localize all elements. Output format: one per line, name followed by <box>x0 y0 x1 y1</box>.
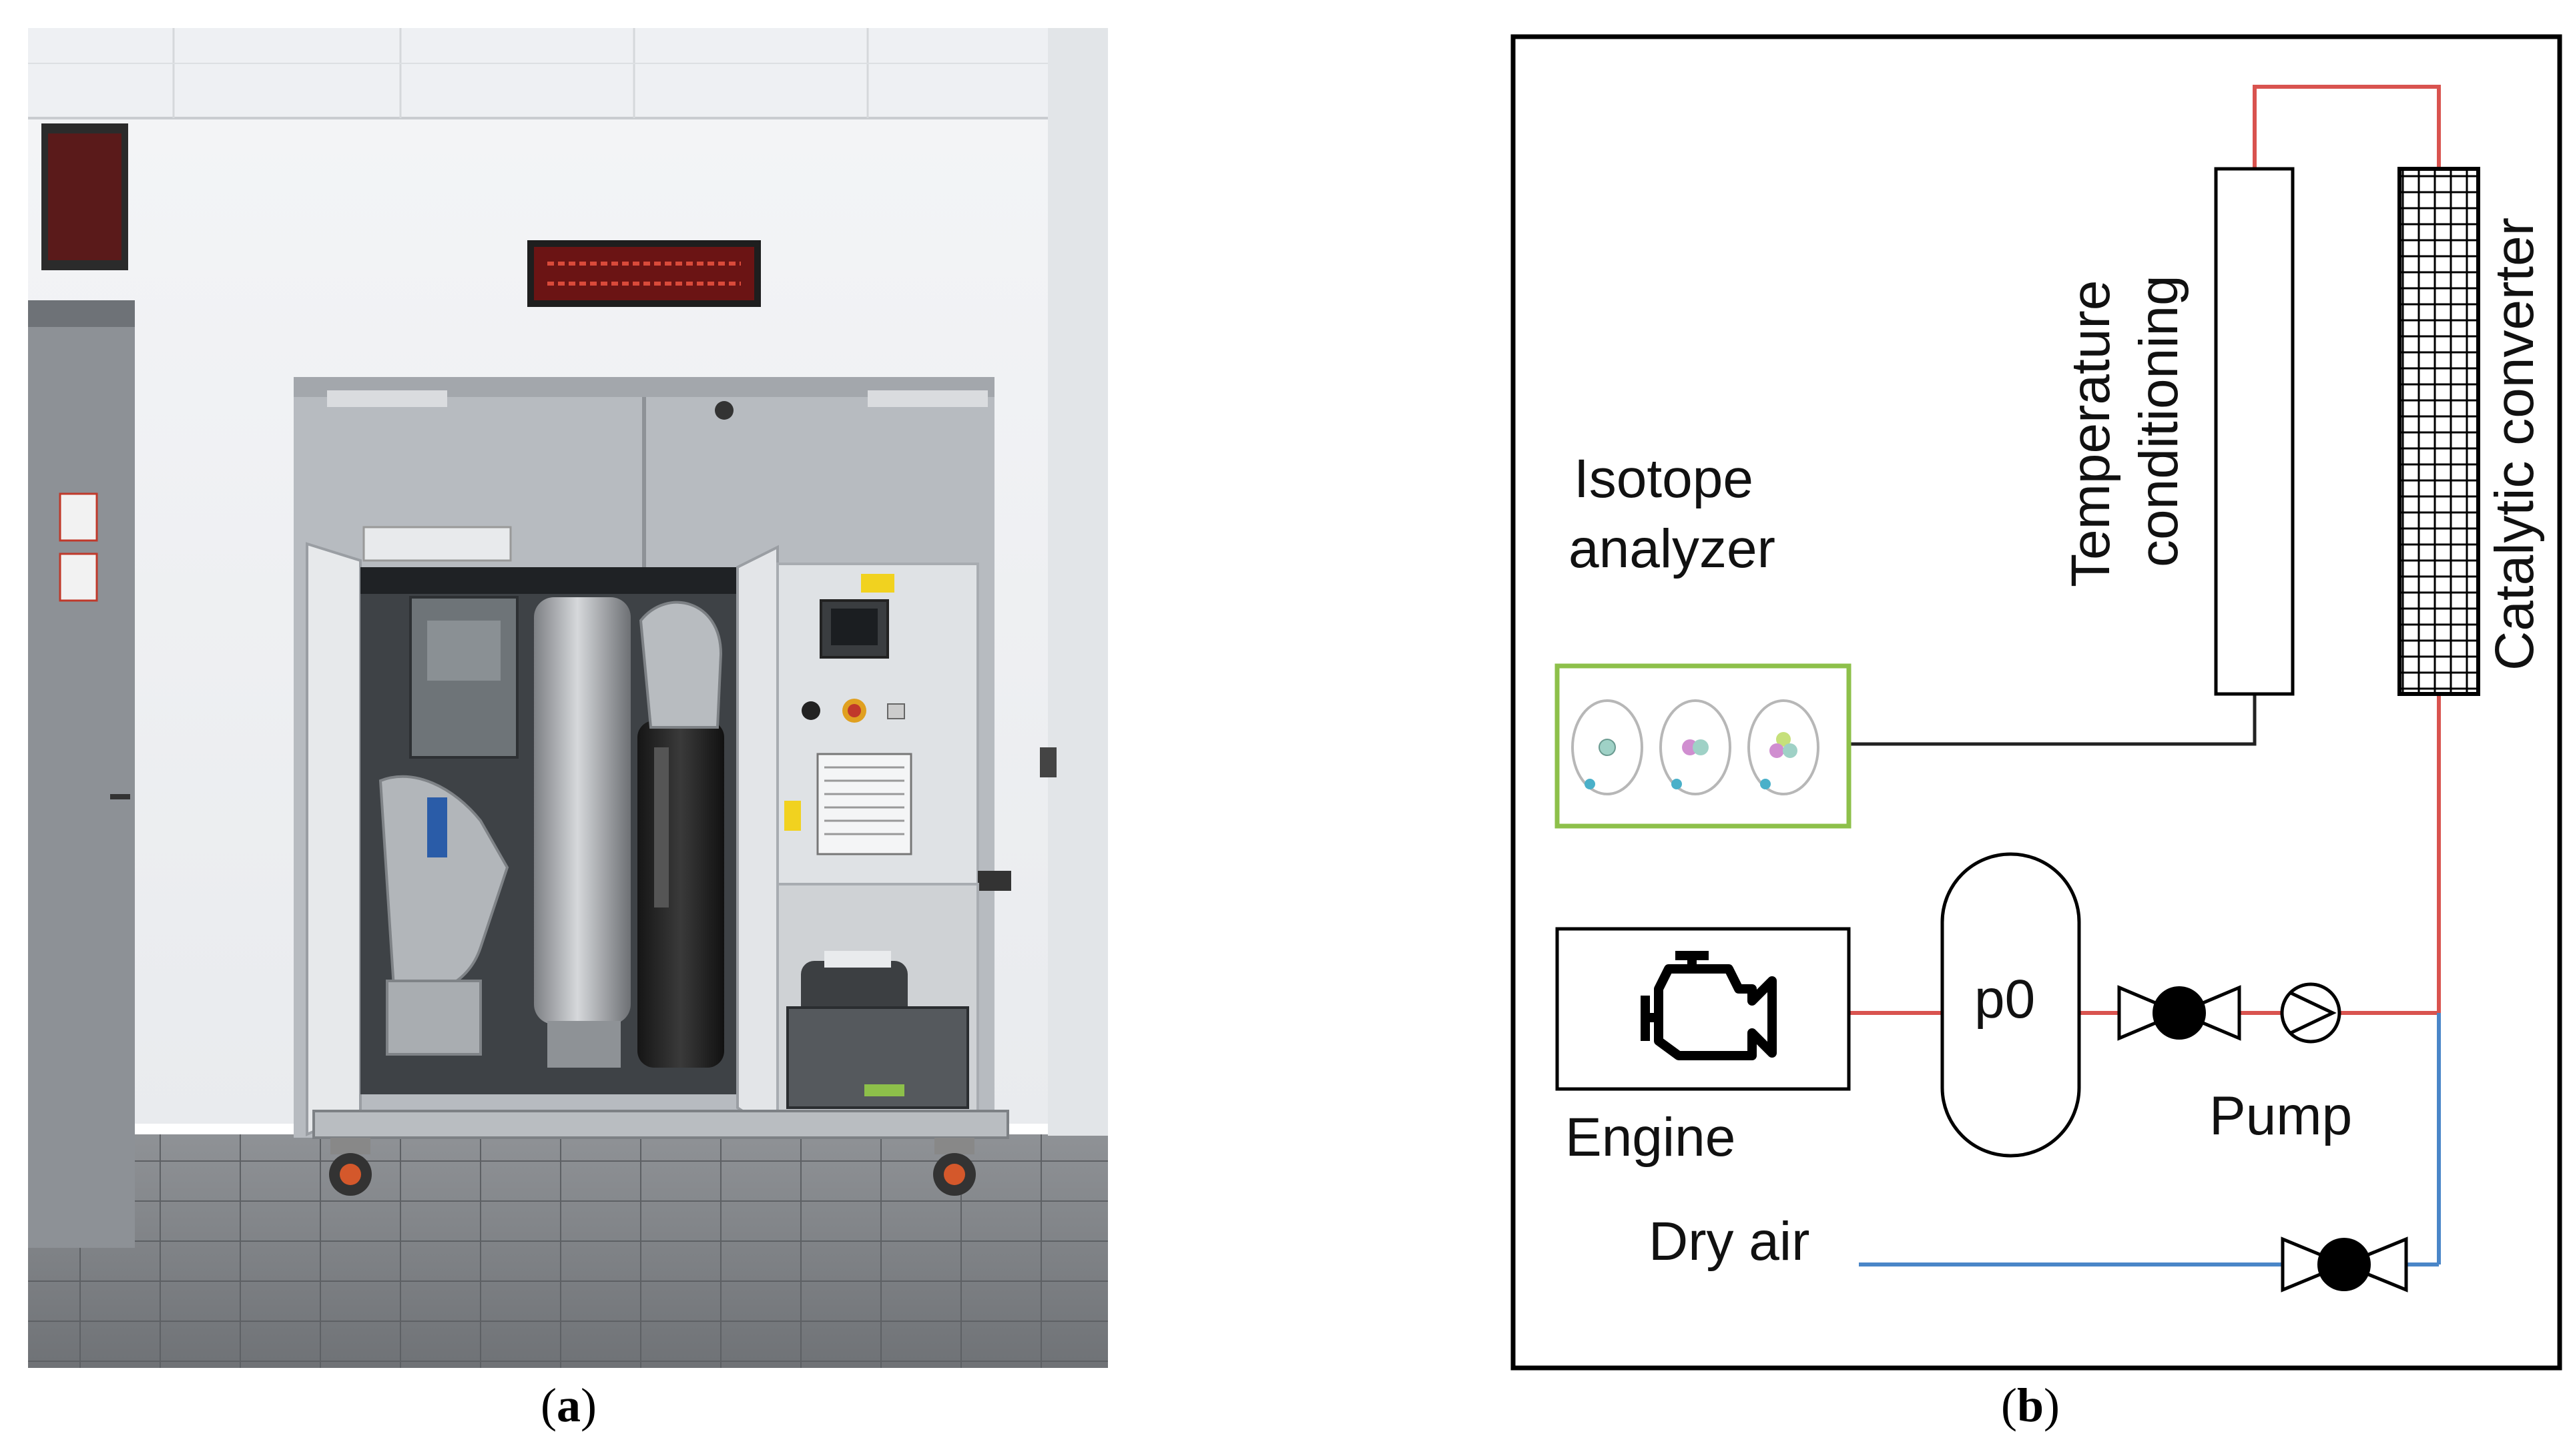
catalytic-label: Catalytic converter <box>2484 218 2545 671</box>
caption-a-close: ) <box>580 1379 597 1432</box>
temperature-label-1: Temperature <box>2060 280 2121 587</box>
panel-a-photo <box>28 28 1108 1368</box>
p0-vessel <box>1940 852 2081 1158</box>
wheels <box>329 1138 976 1196</box>
caption-a-letter: a <box>556 1379 581 1432</box>
engine-icon <box>1641 951 1777 1060</box>
ceiling <box>28 28 1108 118</box>
temperature-conditioning-tube <box>2214 167 2295 696</box>
caption-b: (b) <box>2001 1378 2060 1433</box>
panel-b-schematic: Isotope analyzer Temperature conditionin… <box>1510 34 2562 1371</box>
isotope-analyzer <box>1554 663 1851 829</box>
left-door <box>28 300 135 1248</box>
caption-b-open: ( <box>2001 1379 2017 1432</box>
p0-label: p0 <box>1974 969 2035 1030</box>
dry-air-valve-icon <box>2281 1236 2408 1293</box>
exhaust-line <box>1849 85 2441 1015</box>
valve-icon <box>2117 985 2241 1041</box>
temperature-label-2: conditioning <box>2128 275 2189 567</box>
converter-cylinder <box>534 597 631 1024</box>
caption-b-close: ) <box>2044 1379 2060 1432</box>
pump-label: Pump <box>2209 1086 2352 1146</box>
engine <box>1555 927 1851 1091</box>
isotope-label-1: Isotope <box>1574 448 1753 509</box>
dry-air-line <box>1859 1013 2441 1266</box>
caption-a-open: ( <box>541 1379 557 1432</box>
caption-b-letter: b <box>2016 1379 2044 1432</box>
catalytic-converter <box>2397 167 2480 696</box>
dry-air-label: Dry air <box>1649 1211 1809 1272</box>
engine-label: Engine <box>1565 1107 1735 1168</box>
caption-a: (a) <box>541 1378 597 1433</box>
signal-line <box>1849 694 2257 746</box>
isotope-label-2: analyzer <box>1568 518 1775 579</box>
test-bench <box>306 542 1011 1196</box>
pump-icon <box>2280 982 2341 1044</box>
